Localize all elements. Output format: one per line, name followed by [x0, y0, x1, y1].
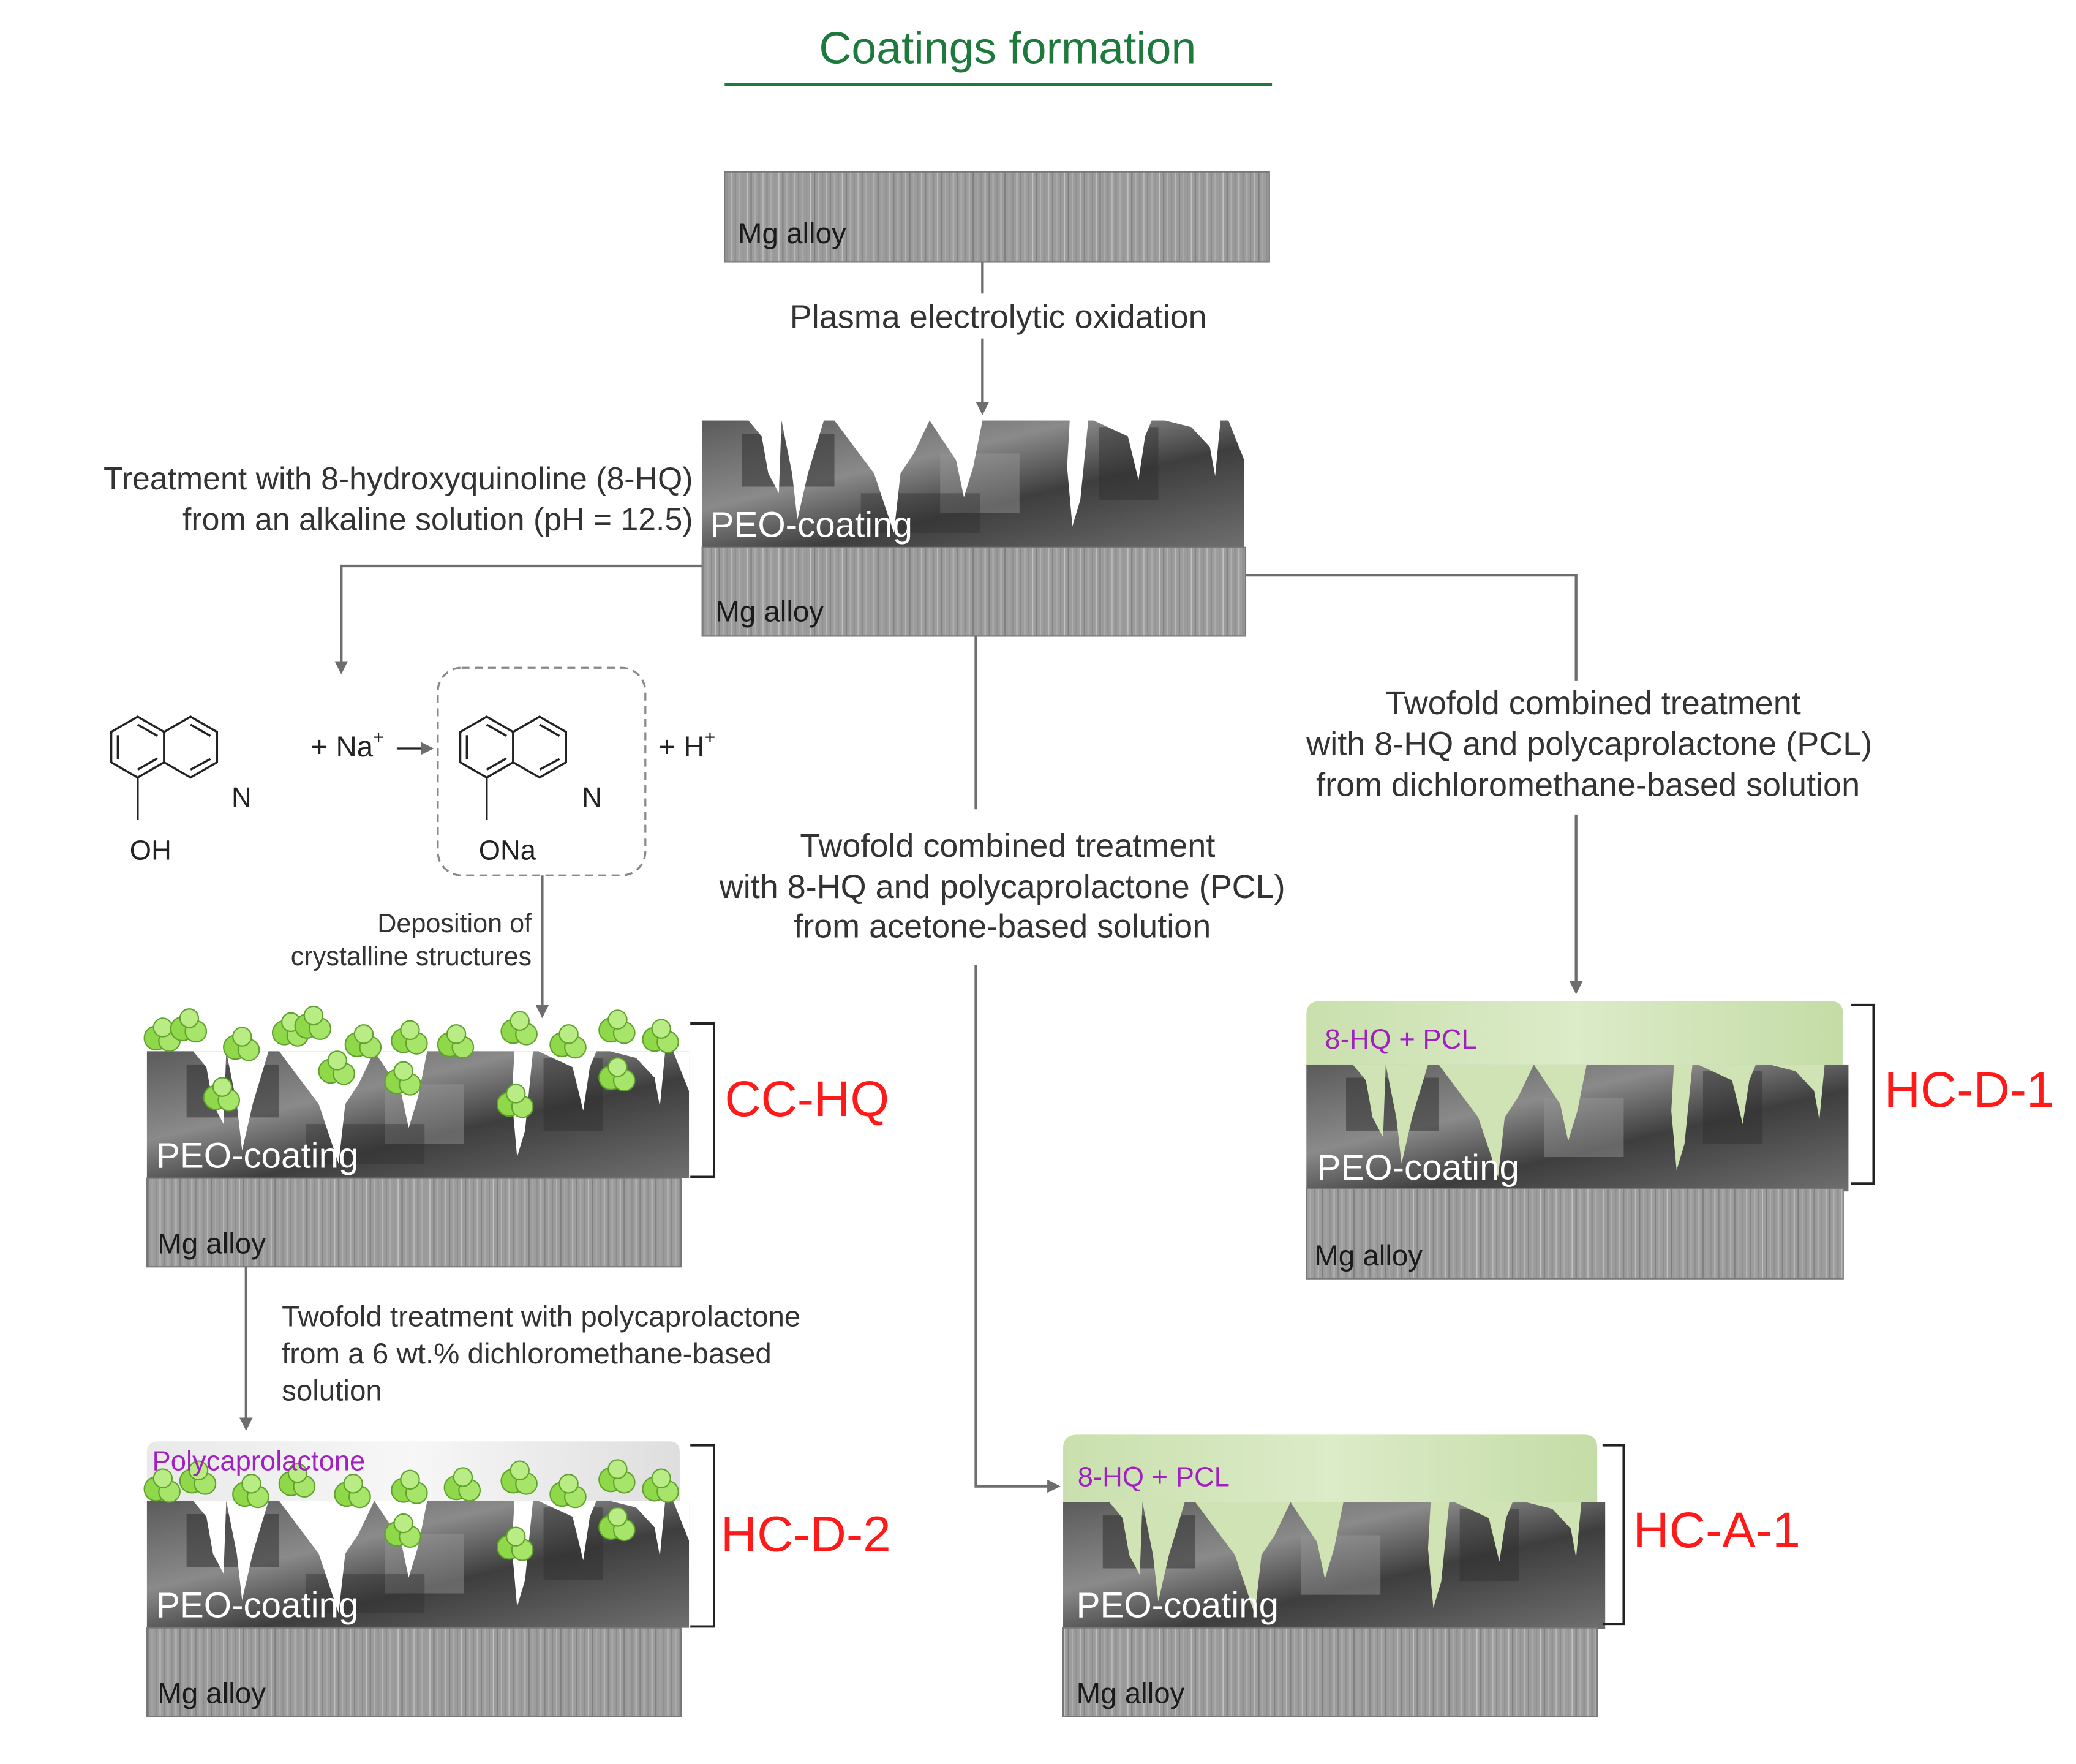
- sample-code-hc-d-2: HC-D-2: [721, 1506, 891, 1562]
- step-deposition-line-1: Deposition of: [377, 909, 532, 938]
- hc-d-1-sample: 8-HQ + PCL PEO-coating Mg alloy HC-D-1: [1306, 1001, 2055, 1280]
- step-acetone-line-2: with 8-HQ and polycaprolactone (PCL): [719, 869, 1285, 905]
- step-plasma-electrolytic-oxidation: Plasma electrolytic oxidation: [790, 298, 1207, 335]
- step-hq-line-1: Treatment with 8-hydroxyquinoline (8-HQ): [103, 461, 693, 496]
- mg-alloy-label: Mg alloy: [738, 217, 846, 250]
- peo-coating-label: PEO-coating: [710, 505, 912, 545]
- peo-coating-label: PEO-coating: [156, 1585, 358, 1625]
- plus-h-label: + H+: [658, 727, 715, 763]
- sodium-quinolinolate-structure: ONa N: [459, 715, 602, 865]
- sample-code-hc-d-1: HC-D-1: [1884, 1062, 2055, 1118]
- step-deposition-line-2: crystalline structures: [291, 942, 532, 971]
- step-dcm-line-1: Twofold combined treatment: [1386, 685, 1801, 722]
- diagram-title: Coatings formation: [819, 23, 1196, 74]
- layer-label: 8-HQ + PCL: [1325, 1023, 1476, 1055]
- mg-alloy-label: Mg alloy: [715, 596, 824, 628]
- hc-d-2-sample: Polycaprolactone PEO-coating Mg alloy HC…: [143, 1441, 891, 1717]
- step-acetone-line-3: from acetone-based solution: [794, 908, 1211, 945]
- arrow-to-hc-d-1: [1245, 573, 1578, 681]
- sample-bracket: [690, 1022, 716, 1178]
- peo-sample: PEO-coating Mg alloy: [701, 420, 1247, 637]
- hc-a-1-sample: 8-HQ + PCL PEO-coating Mg alloy HC-A-1: [1062, 1434, 1800, 1717]
- mg-alloy-label: Mg alloy: [1314, 1240, 1423, 1272]
- sample-bracket: [1602, 1444, 1625, 1626]
- peo-coating-label: PEO-coating: [1077, 1585, 1279, 1625]
- plus-na-label: + Na+: [311, 727, 384, 763]
- layer-label: Polycaprolactone: [152, 1446, 366, 1477]
- mg-alloy-block-top: Mg alloy: [724, 171, 1270, 263]
- reaction-scheme: OH N + Na+ ONa N + H+: [110, 666, 715, 876]
- product-box: [437, 666, 647, 876]
- sample-bracket: [690, 1444, 716, 1628]
- step-dcm-line-2: with 8-HQ and polycaprolactone (PCL): [1306, 726, 1872, 763]
- peo-coating-label: PEO-coating: [156, 1136, 358, 1175]
- arrow-to-hc-a-1: [974, 965, 1061, 1493]
- ona-label: ONa: [479, 834, 536, 865]
- step-pcl-line-2: from a 6 wt.% dichloromethane-based: [282, 1338, 772, 1370]
- sample-code-hc-a-1: HC-A-1: [1633, 1502, 1800, 1558]
- step-pcl-line-3: solution: [282, 1374, 382, 1407]
- sample-code-cc-hq: CC-HQ: [724, 1071, 889, 1127]
- n-label: N: [231, 782, 252, 813]
- sample-bracket: [1851, 1003, 1875, 1185]
- layer-label: 8-HQ + PCL: [1078, 1461, 1230, 1493]
- cc-hq-sample: PEO-coating Mg alloy CC-HQ: [143, 1005, 889, 1268]
- mg-alloy-label: Mg alloy: [1077, 1678, 1185, 1710]
- hydroxyquinoline-structure: OH N: [110, 715, 252, 865]
- arrow-to-reaction: [334, 564, 702, 675]
- n-label: N: [582, 782, 602, 813]
- mg-alloy-label: Mg alloy: [157, 1228, 266, 1261]
- step-acetone-line-1: Twofold combined treatment: [800, 827, 1215, 864]
- step-pcl-line-1: Twofold treatment with polycaprolactone: [282, 1300, 800, 1333]
- step-hq-line-2: from an alkaline solution (pH = 12.5): [182, 502, 693, 537]
- step-dcm-line-3: from dichloromethane-based solution: [1316, 767, 1860, 804]
- peo-coating-label: PEO-coating: [1317, 1148, 1519, 1188]
- oh-label: OH: [130, 834, 171, 865]
- mg-alloy-label: Mg alloy: [157, 1678, 266, 1710]
